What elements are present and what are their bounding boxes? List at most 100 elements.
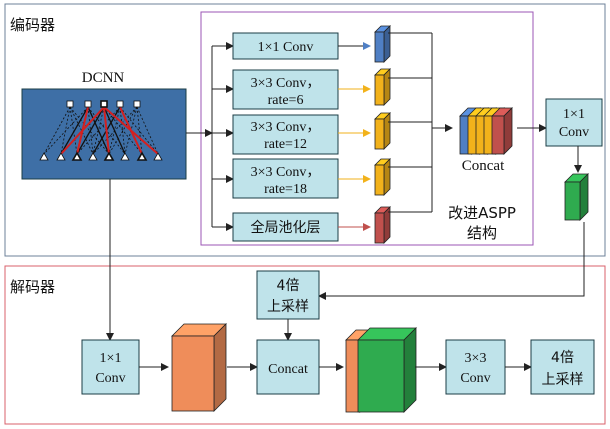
encoder-frame	[4, 3, 606, 257]
decoder-upsample-line1: 4倍	[277, 278, 300, 294]
global-pool-label: 全局池化层	[251, 219, 321, 236]
branch-feature-2-side	[383, 112, 391, 150]
aspp-branch-rate6: 3×3 Conv， rate=6	[212, 69, 371, 110]
dcnn-bottom-node	[136, 151, 148, 161]
dcnn-solid-edge	[60, 106, 89, 155]
dcnn-bottom-node	[39, 152, 49, 161]
conv-rate12-line2: rate=12	[264, 137, 307, 152]
dcnn-top-node	[100, 100, 108, 108]
orange-slab-side	[213, 323, 227, 412]
encoder-output-feature	[564, 173, 589, 221]
dcnn-dotted-edge	[43, 106, 71, 155]
aspp-branch-rate12: 3×3 Conv， rate=12	[212, 114, 371, 155]
decoder-conv3x3-box	[445, 339, 506, 395]
decoder-concat-box	[256, 339, 320, 395]
dcnn-dotted-edge	[108, 106, 138, 155]
dcnn-red-edge	[76, 106, 89, 155]
conv-rate18-box	[232, 158, 339, 199]
branch-feature-0-front	[374, 31, 385, 63]
dcnn-bottom-node	[88, 152, 98, 161]
dcnn-dotted-edge	[136, 106, 159, 155]
final-upsample-line1: 4倍	[551, 350, 574, 366]
dcnn-bottom-node	[120, 152, 130, 161]
decoder-upsample-box	[256, 270, 320, 320]
orange-slab-front	[171, 335, 215, 412]
dcnn-top-node	[66, 100, 74, 108]
orange-slab	[171, 323, 227, 412]
dcnn-dotted-edge	[69, 106, 94, 155]
encoder-to-upsample-line	[318, 222, 585, 300]
dcnn-red-edge	[119, 106, 143, 155]
dcnn-bottom-node	[56, 152, 66, 161]
green-slab	[564, 173, 589, 221]
conv-rate6-line2: rate=6	[268, 93, 304, 108]
decoder-low-level-feature	[171, 323, 227, 412]
encoder-title: 编码器	[10, 16, 55, 34]
dcnn-solid-edge	[103, 106, 126, 155]
aspp-branch-1x1: 1×1 Conv	[212, 32, 371, 60]
decoder-conv1x1-line2: Conv	[95, 371, 125, 386]
green-slab-front	[564, 181, 581, 221]
green-slab-side	[579, 173, 589, 221]
aspp-caption-line2: 结构	[467, 224, 497, 242]
encoder-conv1x1-line2: Conv	[559, 125, 589, 140]
decoder-conv1x1-box	[81, 339, 140, 395]
aspp-merge-lines	[388, 32, 453, 213]
encoder-conv1x1-box	[545, 98, 603, 147]
decoder-conv3x3-line1: 3×3	[465, 351, 487, 366]
aspp-branch-features	[374, 25, 391, 244]
conv-rate6-box	[232, 69, 339, 110]
concat-slice-4-side	[503, 107, 513, 155]
dcnn-dotted-edge	[76, 106, 121, 155]
dcnn-bottom-node	[71, 151, 83, 161]
stack-green-front	[357, 339, 405, 413]
stack-green	[357, 327, 417, 413]
decoder-title: 解码器	[10, 278, 55, 296]
dcnn-bottom-node	[153, 152, 163, 161]
decoder-concat-feature	[345, 327, 417, 413]
decoder-frame	[4, 265, 606, 425]
aspp-branch-rate18: 3×3 Conv， rate=18	[212, 158, 371, 199]
branch-feature-3	[374, 158, 391, 196]
branch-feature-4-front	[374, 212, 385, 244]
conv-1x1-label: 1×1 Conv	[258, 40, 314, 55]
dcnn-top-node	[133, 100, 141, 108]
stack-green-side	[403, 327, 417, 413]
dcnn-red-edge	[103, 106, 110, 155]
dcnn-top-node	[84, 100, 92, 108]
branch-feature-4	[374, 206, 391, 244]
decoder-final-upsample-box	[530, 339, 595, 395]
concat-feature-stack	[459, 107, 513, 155]
branch-feature-0-side	[383, 25, 391, 63]
conv-1x1-box	[232, 32, 339, 60]
concat-label: Concat	[462, 158, 505, 174]
concat-slice-4	[491, 107, 513, 155]
concat-slice-4-front	[491, 115, 505, 155]
branch-feature-1-side	[383, 68, 391, 106]
branch-feature-0	[374, 25, 391, 63]
dcnn-bottom-node	[103, 151, 115, 161]
conv-rate12-line1: 3×3 Conv，	[251, 120, 321, 135]
decoder-upsample-line2: 上采样	[267, 299, 309, 315]
dcnn-solid-edge	[76, 106, 105, 155]
branch-feature-1	[374, 68, 391, 106]
decoder-conv1x1-line1: 1×1	[100, 351, 122, 366]
branch-feature-1-front	[374, 74, 385, 106]
conv-rate18-line1: 3×3 Conv，	[251, 165, 321, 180]
conv-rate18-line2: rate=18	[264, 182, 307, 197]
aspp-caption-line1: 改进ASPP	[448, 204, 516, 222]
branch-feature-3-front	[374, 164, 385, 196]
aspp-branch-global-pool: 全局池化层	[212, 212, 371, 242]
branch-feature-2	[374, 112, 391, 150]
final-upsample-line2: 上采样	[542, 372, 584, 388]
dcnn-dotted-edge	[43, 106, 89, 155]
dcnn-top-node	[116, 100, 124, 108]
decoder-concat-label: Concat	[268, 362, 308, 377]
branch-feature-2-front	[374, 118, 385, 150]
conv-rate6-line1: 3×3 Conv，	[251, 76, 321, 91]
conv-rate12-box	[232, 114, 339, 155]
dcnn-label: DCNN	[82, 70, 125, 86]
dcnn-solid-edge	[87, 106, 110, 155]
dcnn-atrous-graph	[39, 100, 163, 161]
